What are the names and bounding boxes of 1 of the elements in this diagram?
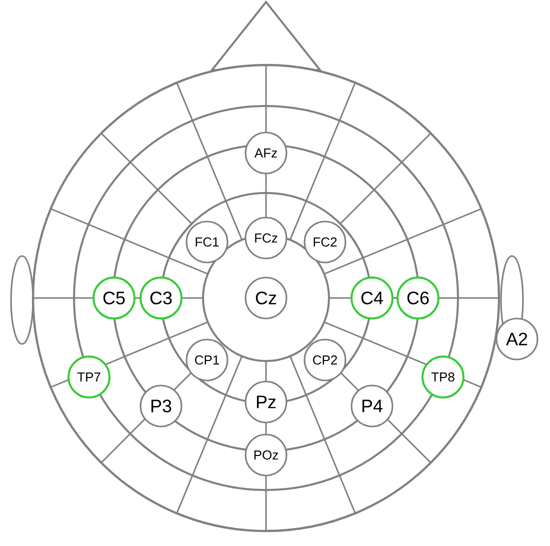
node-label: A2 <box>506 332 528 346</box>
